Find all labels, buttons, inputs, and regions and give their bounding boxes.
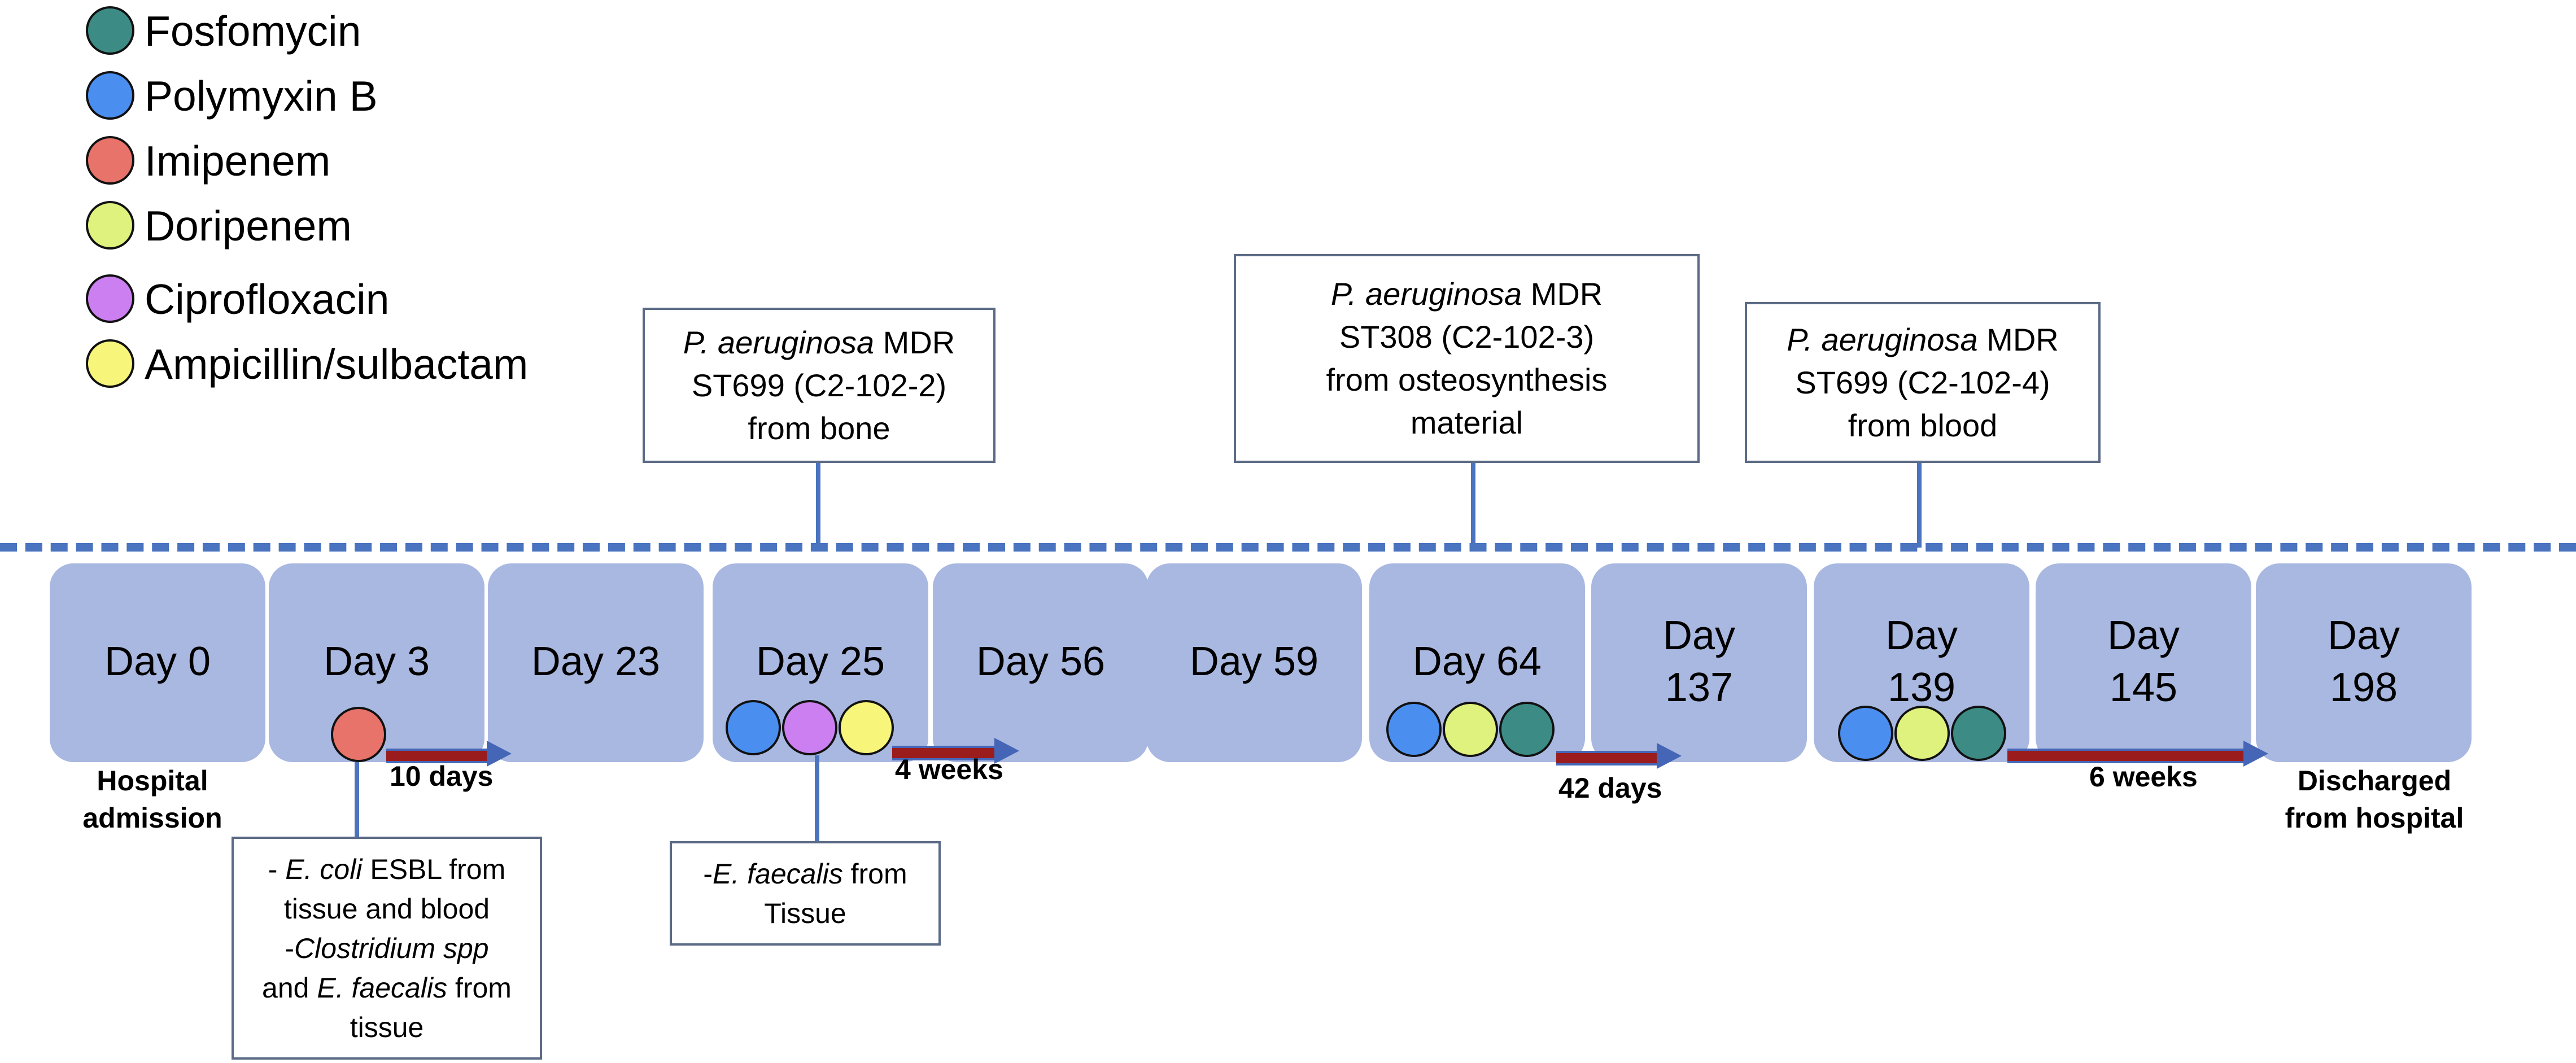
legend-label: Imipenem: [145, 137, 331, 185]
strain-id: ST699 (C2-102-2): [691, 367, 947, 403]
legend-label: Doripenem: [145, 202, 352, 250]
callout-text: Tissue: [764, 897, 846, 929]
isolate-source: from bone: [748, 410, 890, 446]
callout-text: from: [842, 858, 907, 890]
callout-text: tissue: [350, 1011, 424, 1043]
legend-label: Fosfomycin: [145, 7, 361, 55]
legend-label: Polymyxin B: [145, 72, 378, 120]
isolate-callout-day25: P. aeruginosa MDR ST699 (C2-102-2) from …: [643, 308, 996, 463]
day-box-145: Day 145: [2036, 563, 2251, 762]
fosfomycin-dot-icon: [1499, 702, 1555, 757]
legend-label: Ampicillin/sulbactam: [145, 340, 529, 388]
imipenem-swatch-icon: [86, 136, 134, 185]
day-label: Day 3: [323, 639, 430, 684]
day-label: Day 145: [2107, 613, 2180, 710]
connector-line: [816, 460, 820, 548]
strain-id: ST699 (C2-102-4): [1795, 364, 2050, 400]
isolate-callout-day64: P. aeruginosa MDR ST308 (C2-102-3) from …: [1234, 254, 1700, 463]
callout-text: from: [447, 972, 512, 1004]
day-box-23: Day 23: [488, 563, 704, 762]
isolate-source: material: [1410, 405, 1523, 440]
callout-text: -: [268, 853, 286, 885]
ampicillin-sulbactam-dot-icon: [839, 700, 894, 755]
legend-item-ciprofloxacin: Ciprofloxacin: [82, 271, 704, 333]
legend-item-imipenem: Imipenem: [82, 133, 704, 195]
day-box-59: Day 59: [1146, 563, 1362, 762]
species-name: Clostridium spp: [294, 932, 489, 964]
ciprofloxacin-swatch-icon: [86, 274, 134, 323]
day-label: Day 59: [1189, 639, 1319, 684]
polymyxin-b-dot-icon: [1838, 706, 1893, 761]
ciprofloxacin-dot-icon: [782, 700, 837, 755]
interval-arrow: [386, 741, 512, 767]
interval-label: 42 days: [1558, 772, 1662, 804]
isolate-source: from blood: [1848, 407, 1998, 443]
species-name: E. coli: [285, 853, 363, 885]
interval-label: 10 days: [390, 760, 494, 792]
interval-arrow: [1556, 743, 1682, 769]
fosfomycin-swatch-icon: [86, 6, 134, 55]
polymyxin-b-swatch-icon: [86, 71, 134, 120]
culture-callout-day3: - E. coli ESBL from tissue and blood -Cl…: [232, 837, 542, 1060]
timeline-dashed-line: [0, 543, 2576, 552]
callout-text: tissue and blood: [283, 893, 490, 925]
legend-item-ampicillin-sulbactam: Ampicillin/sulbactam: [82, 336, 704, 398]
legend-label: Ciprofloxacin: [145, 275, 390, 323]
day-box-56: Day 56: [933, 563, 1149, 762]
polymyxin-b-dot-icon: [726, 700, 781, 755]
species-name: E. faecalis: [317, 972, 448, 1004]
doripenem-swatch-icon: [86, 201, 134, 250]
callout-text: MDR: [1977, 321, 2059, 357]
day-label: Day 23: [531, 639, 661, 684]
interval-arrow: [892, 738, 1019, 764]
interval-label: 4 weeks: [895, 754, 1003, 785]
doripenem-dot-icon: [1443, 702, 1498, 757]
day-label: Day 198: [2327, 613, 2400, 710]
day-label: Day 137: [1662, 613, 1736, 710]
strain-id: ST308 (C2-102-3): [1339, 319, 1595, 355]
imipenem-dot-icon: [331, 707, 386, 762]
callout-text: MDR: [874, 324, 955, 360]
connector-line: [1917, 460, 1922, 548]
day-box-137: Day 137: [1591, 563, 1807, 762]
hospital-admission-label: Hospital admission: [82, 765, 222, 834]
interval-arrow: [2007, 741, 2268, 767]
callout-text: -: [703, 858, 713, 890]
connector-line: [1471, 460, 1475, 548]
connector-line: [815, 755, 819, 846]
day-label: Day 64: [1412, 639, 1542, 684]
interval-label: 6 weeks: [2089, 761, 2198, 793]
day-label: Day 0: [104, 639, 211, 684]
isolate-callout-day139: P. aeruginosa MDR ST699 (C2-102-4) from …: [1745, 302, 2101, 463]
polymyxin-b-dot-icon: [1386, 702, 1442, 757]
callout-text: ESBL from: [362, 853, 506, 885]
day-box-198: Day 198: [2256, 563, 2472, 762]
callout-text: and: [262, 972, 317, 1004]
culture-callout-day25: -E. faecalis from Tissue: [670, 841, 941, 946]
legend-item-doripenem: Doripenem: [82, 198, 704, 260]
species-name: P. aeruginosa: [1787, 321, 1978, 357]
species-name: E. faecalis: [713, 858, 843, 890]
legend-item-polymyxin-b: Polymyxin B: [82, 68, 704, 130]
fosfomycin-dot-icon: [1951, 706, 2006, 761]
callout-text: -: [285, 932, 295, 964]
doripenem-dot-icon: [1894, 706, 1950, 761]
hospital-discharge-label: Discharged from hospital: [2285, 765, 2464, 834]
day-label: Day 139: [1885, 613, 1958, 710]
legend-item-fosfomycin: Fosfomycin: [82, 3, 704, 65]
connector-line: [355, 762, 359, 838]
isolate-source: from osteosynthesis: [1326, 362, 1608, 397]
species-name: P. aeruginosa: [683, 324, 875, 360]
day-box-0: Day 0: [50, 563, 265, 762]
day-label: Day 25: [756, 639, 885, 684]
day-label: Day 56: [976, 639, 1106, 684]
ampicillin-sulbactam-swatch-icon: [86, 339, 134, 388]
species-name: P. aeruginosa: [1330, 276, 1522, 312]
antibiotic-legend: Fosfomycin Polymyxin B Imipenem Doripene…: [82, 0, 704, 395]
callout-text: MDR: [1522, 276, 1603, 312]
